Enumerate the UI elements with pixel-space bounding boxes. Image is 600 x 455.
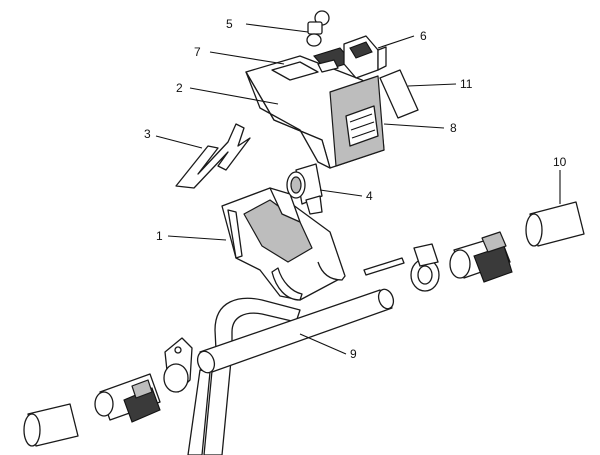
part-8-label-plate: [345, 105, 379, 147]
frame-tube: [187, 297, 301, 455]
callout-7: 7: [194, 45, 201, 59]
callout-3: 3: [144, 127, 151, 141]
part-11-card: [379, 69, 419, 119]
part-9-crossbar: [196, 288, 395, 374]
left-bracket: [163, 337, 193, 393]
callout-1: 1: [156, 229, 163, 243]
pin: [363, 257, 405, 276]
callout-8: 8: [450, 121, 457, 135]
callout-labels: 5 6 7 2 11 3 8 4 10 1 9: [144, 17, 567, 361]
callout-5: 5: [226, 17, 233, 31]
part-1-mount-base: [221, 187, 346, 301]
callout-9: 9: [350, 347, 357, 361]
part-4-lock-cylinder: [286, 163, 323, 215]
part-5-key: [306, 10, 330, 47]
callout-6: 6: [420, 29, 427, 43]
collar-ring: [410, 243, 440, 292]
leader-lines: [155, 23, 561, 355]
right-clamp: [449, 231, 513, 283]
callout-10: 10: [553, 155, 567, 169]
callout-4: 4: [366, 189, 373, 203]
left-clamp: [94, 373, 161, 423]
callout-11: 11: [460, 77, 473, 91]
part-3-spring: [175, 123, 251, 189]
left-end-tube: [23, 403, 79, 447]
callout-2: 2: [176, 81, 183, 95]
part-10-end-tube: [525, 201, 585, 247]
part-6-connector: [343, 35, 387, 79]
